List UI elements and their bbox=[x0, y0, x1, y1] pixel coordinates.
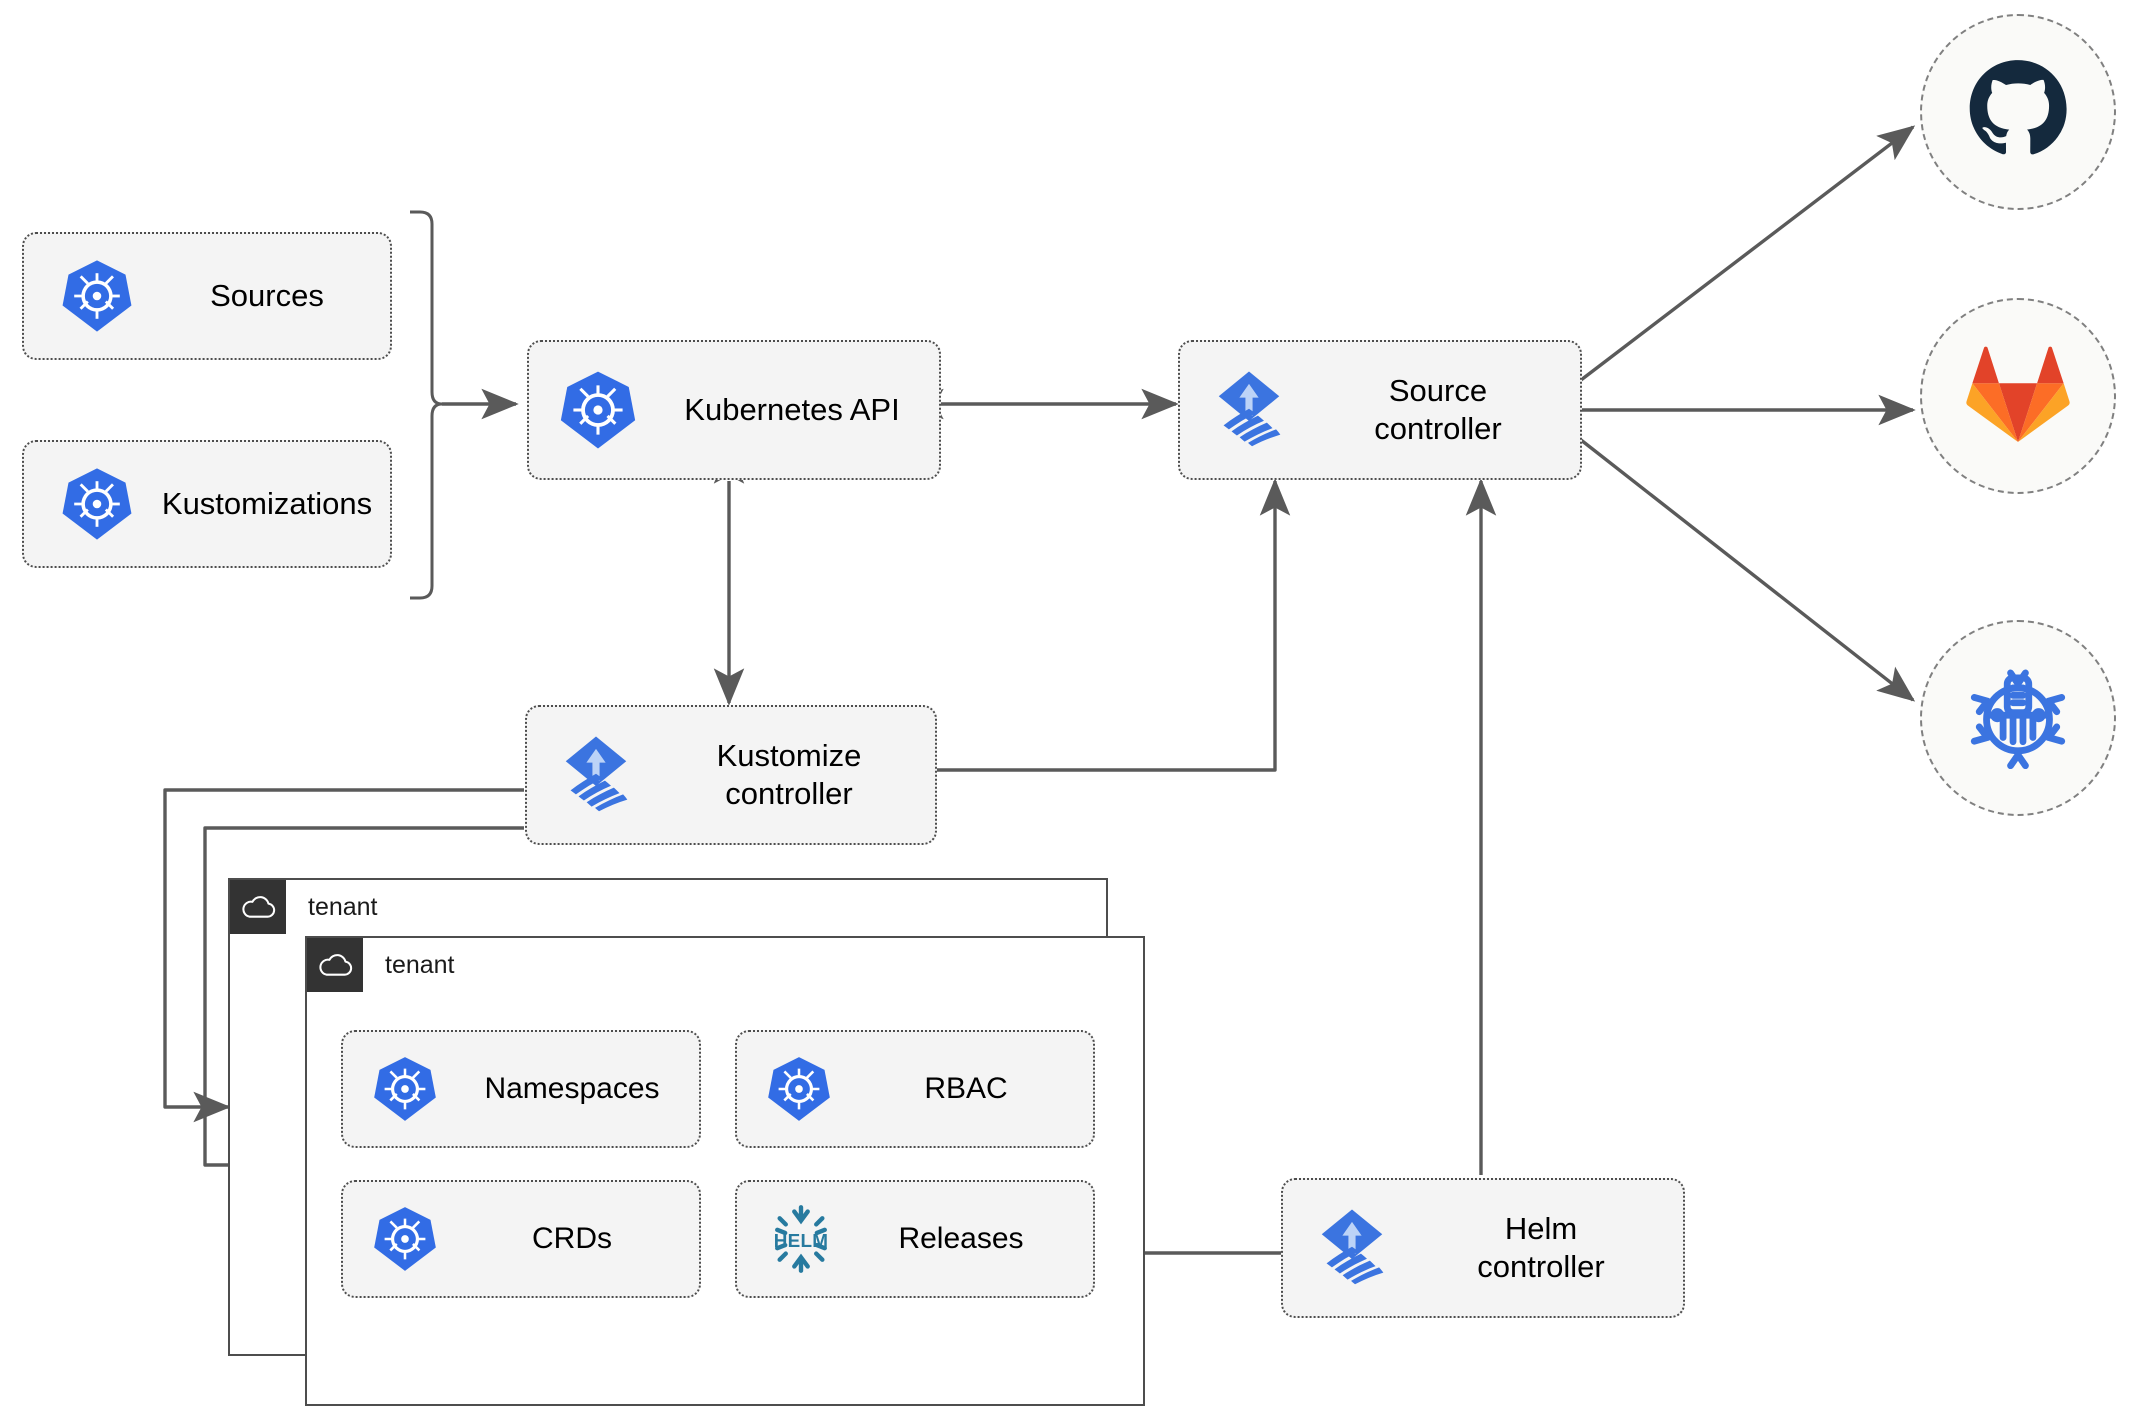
node-helm-repository[interactable] bbox=[1920, 620, 2116, 816]
helm-repository-icon bbox=[1965, 663, 2071, 774]
flux-icon bbox=[1194, 355, 1304, 465]
svg-text:HELM: HELM bbox=[774, 1231, 828, 1252]
node-label: Source controller bbox=[1374, 373, 1502, 446]
kubernetes-icon bbox=[357, 1041, 453, 1137]
node-label: CRDs bbox=[532, 1221, 612, 1255]
node-namespaces[interactable]: Namespaces bbox=[341, 1030, 701, 1148]
kubernetes-icon bbox=[42, 241, 152, 351]
helm-icon: HELM bbox=[749, 1187, 853, 1291]
flux-icon bbox=[541, 720, 651, 830]
node-crds[interactable]: CRDs bbox=[341, 1180, 701, 1298]
github-icon bbox=[1966, 58, 2070, 167]
node-label: RBAC bbox=[924, 1071, 1008, 1105]
node-rbac[interactable]: RBAC bbox=[735, 1030, 1095, 1148]
node-releases[interactable]: HELM Releases bbox=[735, 1180, 1095, 1298]
node-label: Namespaces bbox=[484, 1071, 660, 1105]
cloud-icon bbox=[230, 880, 286, 934]
node-kubernetes-api[interactable]: Kubernetes API bbox=[527, 340, 941, 480]
node-label: Kustomizations bbox=[161, 486, 373, 522]
tenant-label: tenant bbox=[308, 892, 378, 921]
gitlab-icon bbox=[1966, 342, 2070, 451]
node-label: Releases bbox=[898, 1221, 1024, 1255]
node-label: Kubernetes API bbox=[684, 392, 900, 428]
node-kustomizations[interactable]: Kustomizations bbox=[22, 440, 392, 568]
node-label: Sources bbox=[210, 278, 324, 314]
node-github[interactable] bbox=[1920, 14, 2116, 210]
tenant-titlebar: tenant bbox=[307, 938, 455, 992]
node-label: Helm controller bbox=[1477, 1211, 1605, 1284]
kubernetes-icon bbox=[543, 355, 653, 465]
tenant-titlebar: tenant bbox=[230, 880, 378, 934]
flux-icon bbox=[1297, 1193, 1407, 1303]
node-gitlab[interactable] bbox=[1920, 298, 2116, 494]
node-label: Kustomize controller bbox=[716, 738, 862, 811]
tenant-container-front[interactable]: tenant bbox=[305, 936, 1145, 1406]
node-source-controller[interactable]: Source controller bbox=[1178, 340, 1582, 480]
node-helm-controller[interactable]: Helm controller bbox=[1281, 1178, 1685, 1318]
cloud-icon bbox=[307, 938, 363, 992]
kubernetes-icon bbox=[357, 1191, 453, 1287]
kubernetes-icon bbox=[751, 1041, 847, 1137]
node-sources[interactable]: Sources bbox=[22, 232, 392, 360]
kubernetes-icon bbox=[42, 449, 152, 559]
tenant-label: tenant bbox=[385, 950, 455, 979]
node-kustomize-controller[interactable]: Kustomize controller bbox=[525, 705, 937, 845]
